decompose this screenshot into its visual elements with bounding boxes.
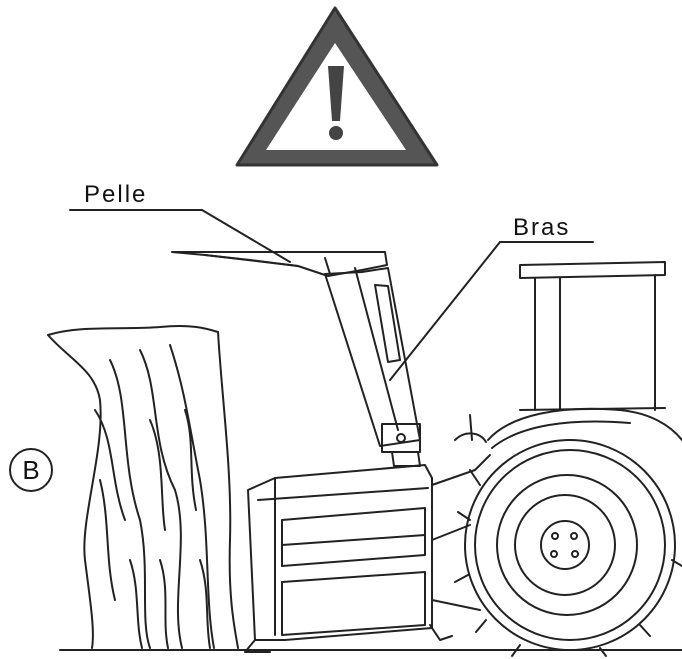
bras-leader: [389, 241, 594, 381]
label-pelle: Pelle: [84, 181, 148, 208]
tractor-cab: [519, 261, 666, 411]
hay-bale: [47, 324, 239, 649]
pelle-leader: [69, 209, 291, 263]
rear-wheel: [454, 439, 682, 657]
shovel-plate: [171, 251, 388, 277]
three-point-linkage: [431, 414, 491, 611]
tractor-fender: [487, 407, 682, 449]
warning-triangle-icon: [235, 6, 439, 167]
arm: [324, 267, 421, 467]
view-letter-circle: B: [9, 448, 53, 492]
label-bras: Bras: [513, 214, 571, 241]
machine-body: [244, 464, 453, 653]
